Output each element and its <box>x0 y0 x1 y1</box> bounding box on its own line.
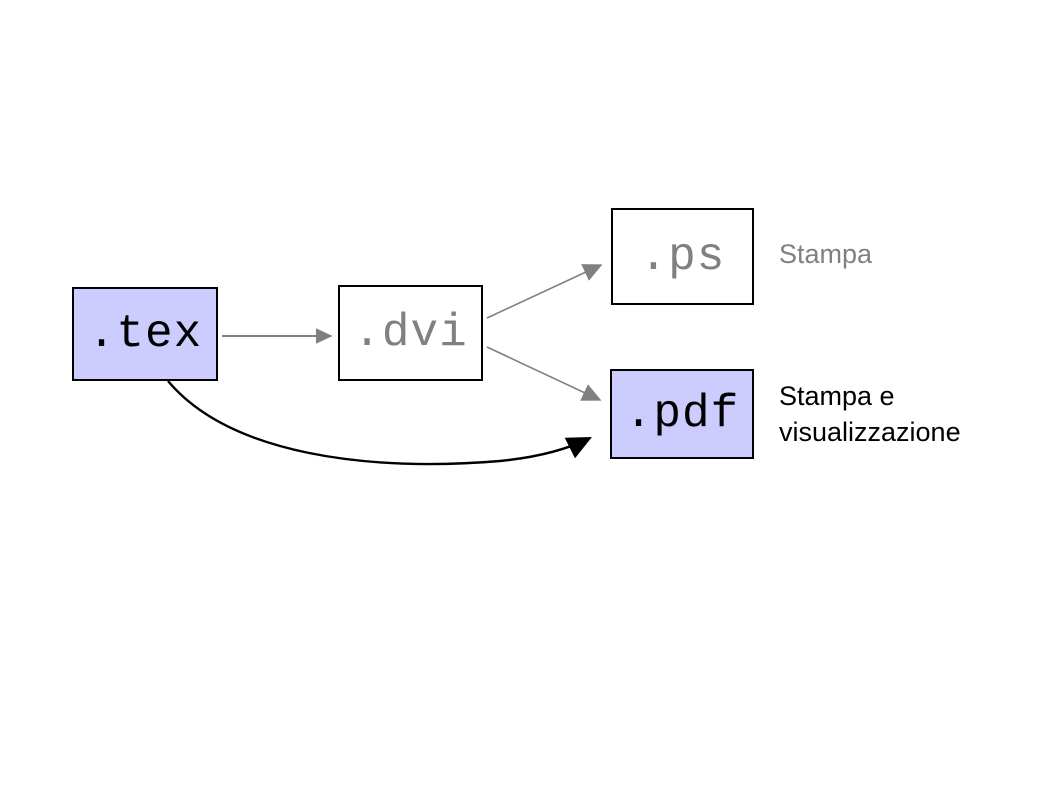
node-dvi-label: .dvi <box>353 307 468 359</box>
edge-dvi-to-pdf <box>486 346 602 401</box>
node-tex-label: .tex <box>87 308 203 360</box>
node-ps[interactable]: .ps <box>611 208 754 305</box>
caption-pdf: Stampa e visualizzazione <box>779 381 961 447</box>
node-ps-label: .ps <box>639 230 726 283</box>
node-dvi[interactable]: .dvi <box>338 285 483 381</box>
edge-dvi-to-ps <box>486 264 603 319</box>
node-pdf[interactable]: .pdf <box>610 369 754 459</box>
caption-ps: Stampa <box>779 239 873 269</box>
node-pdf-label: .pdf <box>624 388 740 440</box>
node-tex[interactable]: .tex <box>72 287 218 381</box>
edge-tex-to-pdf <box>167 380 592 466</box>
